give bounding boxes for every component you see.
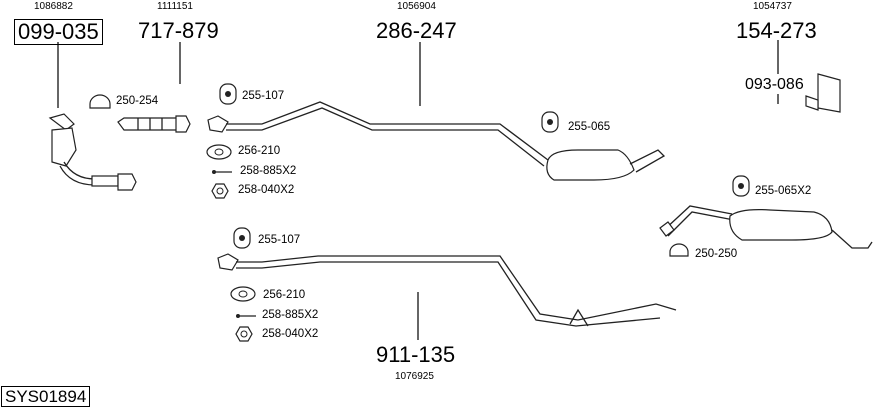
hanger-255-107-icon: [219, 83, 237, 105]
label-256-210-lower[interactable]: 256-210: [263, 289, 306, 301]
part-717-879[interactable]: 717-879: [138, 18, 219, 43]
rear-silencer-right: [659, 205, 873, 249]
ref-1056904: 1056904: [397, 1, 436, 12]
catalytic-converter: [48, 113, 137, 191]
ref-1111151: 1111151: [157, 1, 193, 12]
part-154-273[interactable]: 154-273: [736, 18, 817, 43]
bracket-093-086-icon: [805, 73, 841, 113]
gasket-256-210-icon: [206, 144, 232, 160]
ref-1054737: 1054737: [753, 1, 792, 12]
gasket-256-210-lower-icon: [230, 286, 256, 302]
exhaust-pipe-lower: [217, 253, 677, 327]
ref-1086882: 1086882: [34, 1, 73, 12]
nut-258-040-lower-icon: [235, 326, 253, 342]
part-286-247[interactable]: 286-247: [376, 18, 457, 43]
clamp-250-250-icon: [669, 243, 689, 257]
label-250-254[interactable]: 250-254: [116, 95, 159, 107]
label-258-885x2-lower[interactable]: 258-885X2: [262, 309, 319, 321]
rear-silencer-upper: [546, 149, 666, 181]
hanger-255-065x2-icon: [732, 175, 750, 197]
label-258-040x2[interactable]: 258-040X2: [238, 184, 295, 196]
ref-1076925: 1076925: [395, 371, 434, 382]
nut-258-040-icon: [211, 183, 229, 199]
flex-pipe: [117, 115, 191, 133]
bolt-258-885-icon: [212, 170, 232, 174]
label-258-040x2-lower[interactable]: 258-040X2: [262, 328, 319, 340]
label-255-107-lower[interactable]: 255-107: [258, 234, 301, 246]
exhaust-pipe-upper: [207, 101, 549, 167]
part-099-035[interactable]: 099-035: [14, 19, 103, 45]
label-255-065[interactable]: 255-065: [568, 121, 611, 133]
hanger-255-107-lower-icon: [233, 227, 251, 249]
bolt-258-885-lower-icon: [236, 314, 256, 318]
part-911-135[interactable]: 911-135: [376, 342, 456, 367]
label-256-210[interactable]: 256-210: [238, 145, 281, 157]
clamp-250-254-icon: [89, 94, 111, 109]
system-id: SYS01894: [1, 386, 91, 407]
hanger-255-065-icon: [541, 111, 559, 133]
part-093-086[interactable]: 093-086: [745, 76, 804, 93]
label-255-065x2[interactable]: 255-065X2: [755, 185, 812, 197]
label-250-250[interactable]: 250-250: [695, 248, 738, 260]
label-258-885x2[interactable]: 258-885X2: [240, 165, 297, 177]
label-255-107[interactable]: 255-107: [242, 90, 285, 102]
